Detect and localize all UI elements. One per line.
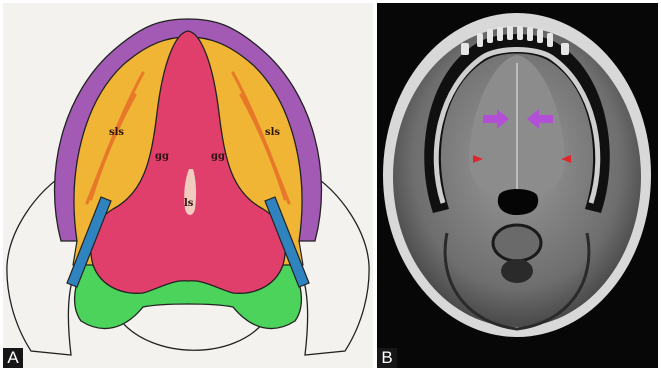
panel-b-mri: B	[377, 3, 658, 368]
panel-a-drawing: sls sls gg gg ls A	[3, 3, 373, 368]
panel-a-letter: A	[3, 348, 23, 368]
tongue-muscle-diagram: sls sls gg gg ls	[3, 3, 373, 368]
label-ls: ls	[184, 198, 194, 209]
label-sls-left: sls	[109, 127, 124, 138]
label-gg-left: gg	[155, 151, 169, 162]
vertebral-body	[493, 225, 541, 261]
mri-axial-image	[377, 3, 658, 368]
lower-arc-outline	[121, 321, 265, 350]
panel-b-letter: B	[377, 348, 397, 368]
label-gg-right: gg	[211, 151, 225, 162]
airway	[498, 189, 538, 215]
label-sls-right: sls	[265, 127, 280, 138]
spinal-canal	[501, 259, 533, 283]
